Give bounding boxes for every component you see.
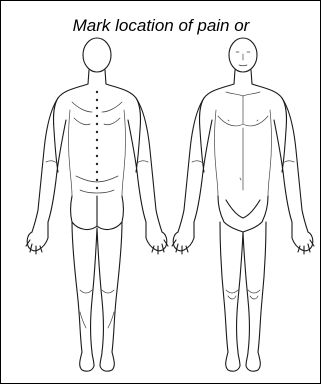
front-face: [236, 52, 250, 66]
back-feet: [80, 352, 115, 371]
back-left-hand: [26, 222, 48, 254]
back-left-leg: [72, 222, 97, 352]
front-abdomen: [240, 128, 243, 190]
body-back-figure[interactable]: [26, 38, 168, 371]
front-right-hand: [292, 222, 314, 254]
back-knees: [80, 290, 114, 328]
front-clavicles: [226, 92, 260, 96]
front-left-arm: [178, 98, 212, 232]
front-pelvis: [218, 196, 268, 232]
front-right-arm: [274, 98, 308, 232]
back-head: [83, 38, 111, 72]
back-hips: [71, 196, 124, 229]
back-scapula: [72, 102, 122, 125]
back-right-leg: [97, 222, 122, 352]
back-left-arm: [32, 98, 66, 232]
back-right-hand: [146, 222, 168, 254]
front-right-leg: [243, 222, 266, 352]
instruction-text: Mark location of pain or: [0, 16, 322, 36]
back-torso-outline: [53, 84, 140, 172]
front-left-leg: [220, 222, 243, 352]
front-knees: [226, 290, 260, 299]
front-chest: [218, 96, 268, 126]
body-front-figure[interactable]: [172, 38, 314, 371]
back-right-arm: [128, 98, 162, 232]
front-feet: [226, 352, 261, 371]
front-left-hand: [172, 222, 194, 254]
back-waist: [76, 176, 118, 193]
back-spine: [96, 91, 98, 189]
